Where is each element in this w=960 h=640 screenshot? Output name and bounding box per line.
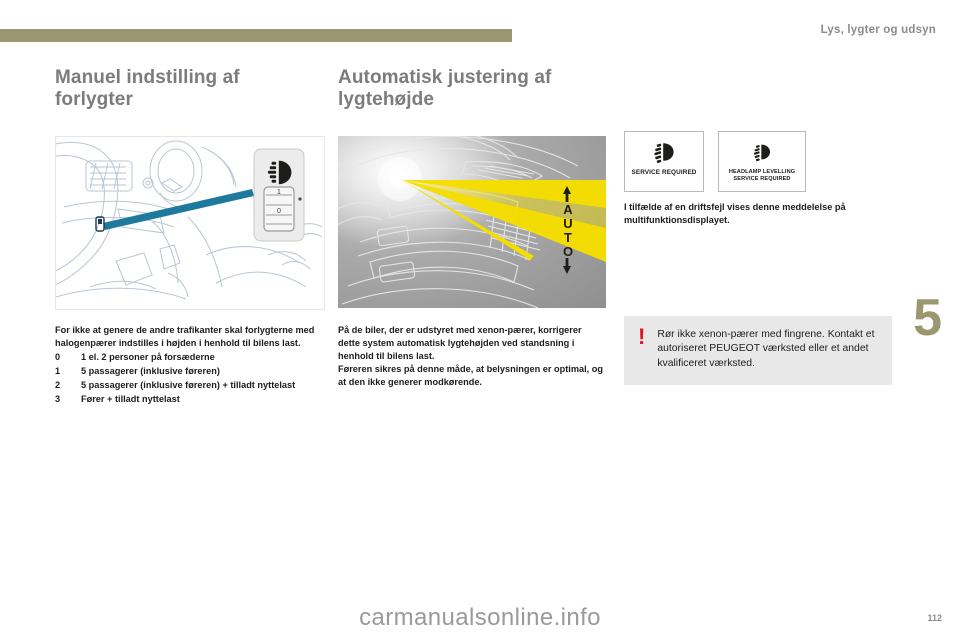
auto-letter-t: T: [564, 230, 572, 245]
car-front-auto-beam-illustration: A U T O: [338, 136, 606, 308]
warning-box: ! Rør ikke xenon-pærer med fingrene. Kon…: [624, 316, 892, 386]
dash-switch-marker: [95, 216, 105, 232]
headlamp-levelling-glyph: [654, 143, 674, 164]
control-label-1: 1: [277, 189, 281, 196]
setting-key: 2: [55, 380, 61, 391]
headlamp-adjuster-control: 1 0: [253, 148, 305, 242]
display-panel-headlamp-levelling: HEADLAMP LEVELLING SERVICE REQUIRED: [718, 131, 806, 192]
automatic-adjustment-paragraph-1: På de biler, der er udstyret med xenon-p…: [338, 325, 582, 362]
headlamp-levelling-icon: [652, 137, 676, 167]
control-label-0: 0: [277, 208, 281, 215]
display-panel-note: I tilfælde af en driftsfejl vises denne …: [624, 202, 846, 226]
display-panel-label: SERVICE REQUIRED: [631, 169, 697, 176]
setting-value: 1 el. 2 personer på forsæderne: [81, 352, 215, 363]
header-accent-bar: [0, 29, 512, 42]
display-panel-label: HEADLAMP LEVELLING SERVICE REQUIRED: [728, 169, 796, 182]
warning-text: Rør ikke xenon-pærer med fingrene. Konta…: [657, 329, 875, 369]
warning-exclamation-icon: !: [638, 324, 646, 349]
dashboard-line-drawing: 1 0: [56, 140, 323, 300]
display-message-panels: SERVICE REQUIRED HEADLAMP LEVELLING SERV…: [624, 131, 806, 192]
automatic-adjustment-body: På de biler, der er udstyret med xenon-p…: [338, 324, 606, 389]
setting-value: 5 passagerer (inklusive føreren): [81, 366, 220, 377]
page-number: 112: [927, 613, 942, 623]
auto-letter-u: U: [563, 216, 572, 231]
setting-value: 5 passagerer (inklusive føreren) + tilla…: [81, 380, 296, 391]
setting-key: 0: [55, 352, 61, 363]
manual-adjustment-intro: For ikke at genere de andre trafikanter …: [55, 325, 315, 349]
setting-key: 3: [55, 394, 61, 405]
section-title-manual-adjustment: Manuel indstilling af forlygter: [55, 67, 240, 111]
list-item: 0 1 el. 2 personer på forsæderne: [55, 351, 323, 364]
chapter-number-badge: 5: [913, 289, 942, 347]
headlight-beam: [402, 180, 606, 262]
headlamp-levelling-icon: [752, 137, 772, 167]
automatic-adjustment-paragraph-2: Føreren sikres på denne måde, at belysni…: [338, 364, 603, 388]
auto-letter-a: A: [563, 202, 573, 217]
callout-pointer: [103, 189, 254, 230]
car-front-line-drawing: A U T O: [338, 136, 606, 308]
list-item: 1 5 passagerer (inklusive føreren): [55, 365, 323, 378]
list-item: 2 5 passagerer (inklusive føreren) + til…: [55, 379, 323, 392]
display-panel-service-required: SERVICE REQUIRED: [624, 131, 704, 192]
list-item: 3 Fører + tilladt nyttelast: [55, 393, 323, 406]
load-settings-list: 0 1 el. 2 personer på forsæderne 1 5 pas…: [55, 351, 323, 406]
headlamp-levelling-glyph: [753, 144, 770, 162]
setting-key: 1: [55, 366, 61, 377]
dashboard-headlamp-adjuster-illustration: 1 0: [55, 136, 325, 310]
auto-beam-label: A U T O: [563, 186, 573, 274]
chapter-title: Lys, lygter og udsyn: [820, 24, 936, 36]
watermark: carmanualsonline.info: [359, 604, 601, 631]
auto-letter-o: O: [563, 244, 573, 259]
section-title-automatic-adjustment: Automatisk justering af lygtehøjde: [338, 67, 552, 111]
manual-adjustment-body: For ikke at genere de andre trafikanter …: [55, 324, 323, 406]
setting-value: Fører + tilladt nyttelast: [81, 394, 180, 405]
